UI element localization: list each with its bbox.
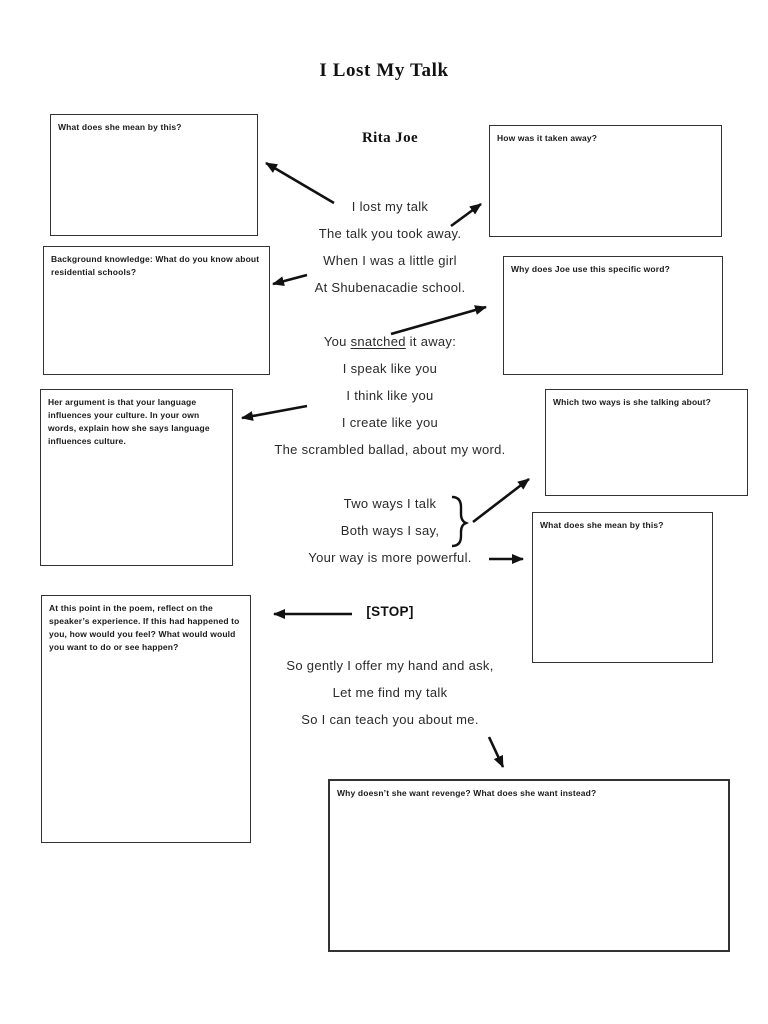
- stop-marker: [STOP]: [366, 604, 414, 619]
- question-box-background-knowledge: Background knowledge: What do you know a…: [43, 246, 270, 375]
- poem-line: I speak like you: [342, 361, 438, 376]
- poem-word-underlined: snatched: [350, 334, 406, 349]
- poem-blank-line: [250, 625, 530, 652]
- poem-line: I create like you: [341, 415, 439, 430]
- poem-line: When I was a little girl: [323, 253, 457, 268]
- question-label: What does she mean by this?: [540, 520, 664, 530]
- poem-line: Let me find my talk: [332, 685, 448, 700]
- question-box-revenge: Why doesn’t she want revenge? What does …: [328, 779, 730, 952]
- poem-line: The talk you took away.: [318, 226, 462, 241]
- question-box-specific-word: Why does Joe use this specific word?: [503, 256, 723, 375]
- poem-line: The scrambled ballad, about my word.: [274, 442, 506, 457]
- question-label: Why does Joe use this specific word?: [511, 264, 670, 274]
- poem-line: So I can teach you about me.: [301, 712, 479, 727]
- poem-line: I lost my talk: [351, 199, 429, 214]
- poem-author: Rita Joe: [361, 130, 419, 146]
- question-label: Background knowledge: What do you know a…: [51, 254, 260, 277]
- question-box-which-two-ways: Which two ways is she talking about?: [545, 389, 748, 496]
- poem-line-snatched: You snatched it away:: [250, 328, 530, 355]
- question-label: What does she mean by this?: [58, 122, 182, 132]
- question-label: At this point in the poem, reflect on th…: [49, 603, 240, 652]
- poem-blank-line: [250, 571, 530, 598]
- question-box-her-argument: Her argument is that your language influ…: [40, 389, 233, 566]
- poem-line: At Shubenacadie school.: [314, 280, 466, 295]
- question-label: How was it taken away?: [497, 133, 598, 143]
- poem-line: Both ways I say,: [340, 523, 440, 538]
- poem-line-part: it away:: [405, 334, 457, 349]
- poem-line: So gently I offer my hand and ask,: [286, 658, 494, 673]
- question-box-what-does-she-mean-right: What does she mean by this?: [532, 512, 713, 663]
- question-box-reflect: At this point in the poem, reflect on th…: [41, 595, 251, 843]
- question-box-what-does-she-mean-left: What does she mean by this?: [50, 114, 258, 236]
- question-label: Which two ways is she talking about?: [553, 397, 711, 407]
- question-label: Her argument is that your language influ…: [48, 397, 210, 446]
- poem-blank-line: [250, 463, 530, 490]
- poem-line-part: You: [323, 334, 351, 349]
- poem-text: I lost my talk The talk you took away. W…: [250, 193, 530, 733]
- poem-blank-line: [250, 301, 530, 328]
- question-box-how-taken-away: How was it taken away?: [489, 125, 722, 237]
- poem-line: Two ways I talk: [343, 496, 437, 511]
- arrow-to-box-revenge-icon: [487, 736, 505, 768]
- poem-line: Your way is more powerful.: [308, 550, 472, 565]
- question-label: Why doesn’t she want revenge? What does …: [337, 788, 597, 798]
- page-title: I Lost My Talk: [319, 60, 449, 81]
- poem-line: I think like you: [346, 388, 434, 403]
